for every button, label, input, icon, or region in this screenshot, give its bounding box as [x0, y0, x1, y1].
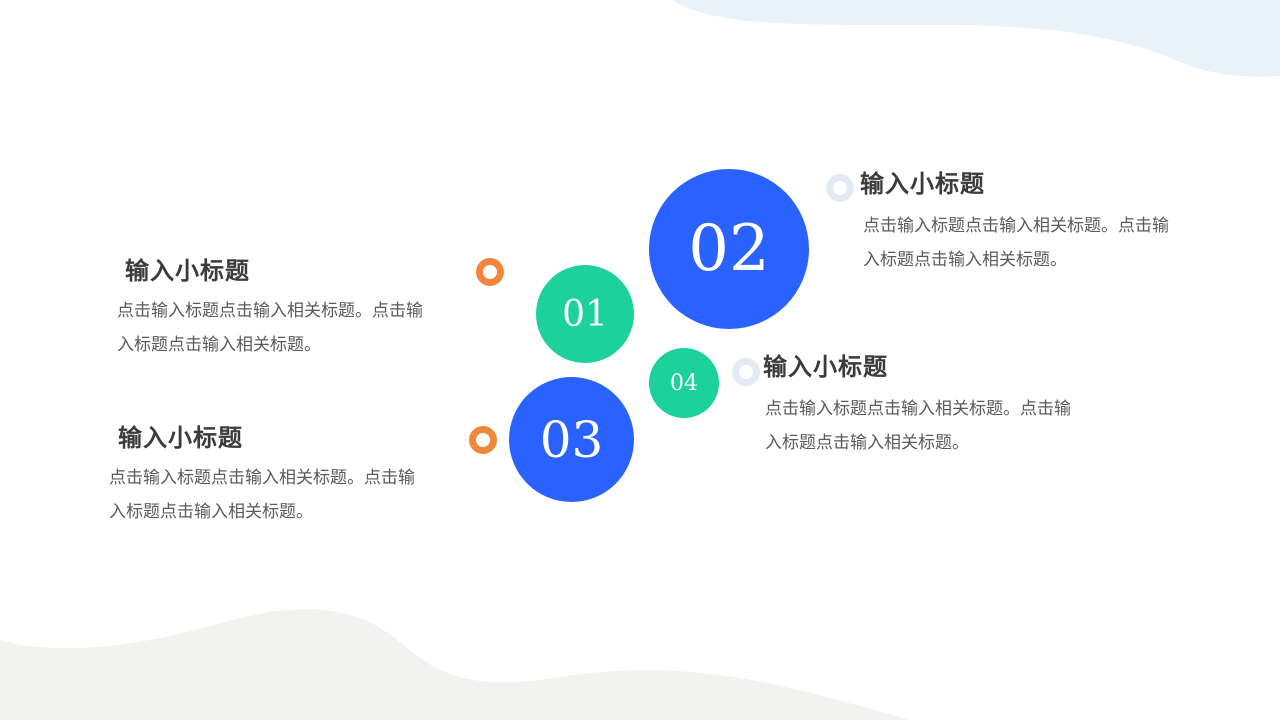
desc-line: 入标题点击输入相关标题。	[765, 433, 969, 453]
desc-line: 点击输入标题点击输入相关标题。点击输	[765, 399, 1071, 419]
desc-line: 入标题点击输入相关标题。	[109, 502, 313, 522]
number-label: 03	[539, 410, 604, 469]
item-title: 输入小标题	[763, 353, 888, 381]
desc-line: 点击输入标题点击输入相关标题。点击输	[863, 216, 1169, 236]
orange-ring-icon	[476, 258, 504, 286]
item-title: 输入小标题	[125, 257, 250, 285]
item-block-04: 输入小标题 点击输入标题点击输入相关标题。点击输 入标题点击输入相关标题。	[763, 352, 1071, 460]
item-description: 点击输入标题点击输入相关标题。点击输 入标题点击输入相关标题。	[109, 461, 415, 529]
orange-ring-icon	[469, 426, 497, 454]
item-title: 输入小标题	[118, 424, 243, 452]
item-block-01: 输入小标题 点击输入标题点击输入相关标题。点击输 入标题点击输入相关标题。	[117, 256, 423, 362]
desc-line: 入标题点击输入相关标题。	[863, 250, 1067, 270]
item-block-03: 输入小标题 点击输入标题点击输入相关标题。点击输 入标题点击输入相关标题。	[109, 423, 415, 529]
desc-line: 点击输入标题点击输入相关标题。点击输	[109, 468, 415, 488]
item-description: 点击输入标题点击输入相关标题。点击输 入标题点击输入相关标题。	[117, 294, 423, 362]
number-label: 04	[670, 370, 698, 396]
number-circle-02: 02	[649, 169, 809, 329]
item-block-02: 输入小标题 点击输入标题点击输入相关标题。点击输 入标题点击输入相关标题。	[860, 169, 1169, 277]
number-label: 02	[688, 212, 770, 286]
desc-line: 入标题点击输入相关标题。	[117, 335, 321, 355]
number-circle-01: 01	[536, 265, 634, 363]
number-circle-04: 04	[649, 348, 719, 418]
number-circle-03: 03	[509, 377, 634, 502]
light-ring-icon	[826, 174, 854, 202]
item-description: 点击输入标题点击输入相关标题。点击输 入标题点击输入相关标题。	[863, 209, 1169, 277]
number-label: 01	[562, 293, 608, 335]
item-description: 点击输入标题点击输入相关标题。点击输 入标题点击输入相关标题。	[765, 392, 1071, 460]
top-right-wave	[672, 0, 1280, 77]
bottom-left-wave	[0, 608, 910, 720]
item-title: 输入小标题	[860, 170, 985, 198]
light-ring-icon	[732, 358, 760, 386]
desc-line: 点击输入标题点击输入相关标题。点击输	[117, 301, 423, 321]
